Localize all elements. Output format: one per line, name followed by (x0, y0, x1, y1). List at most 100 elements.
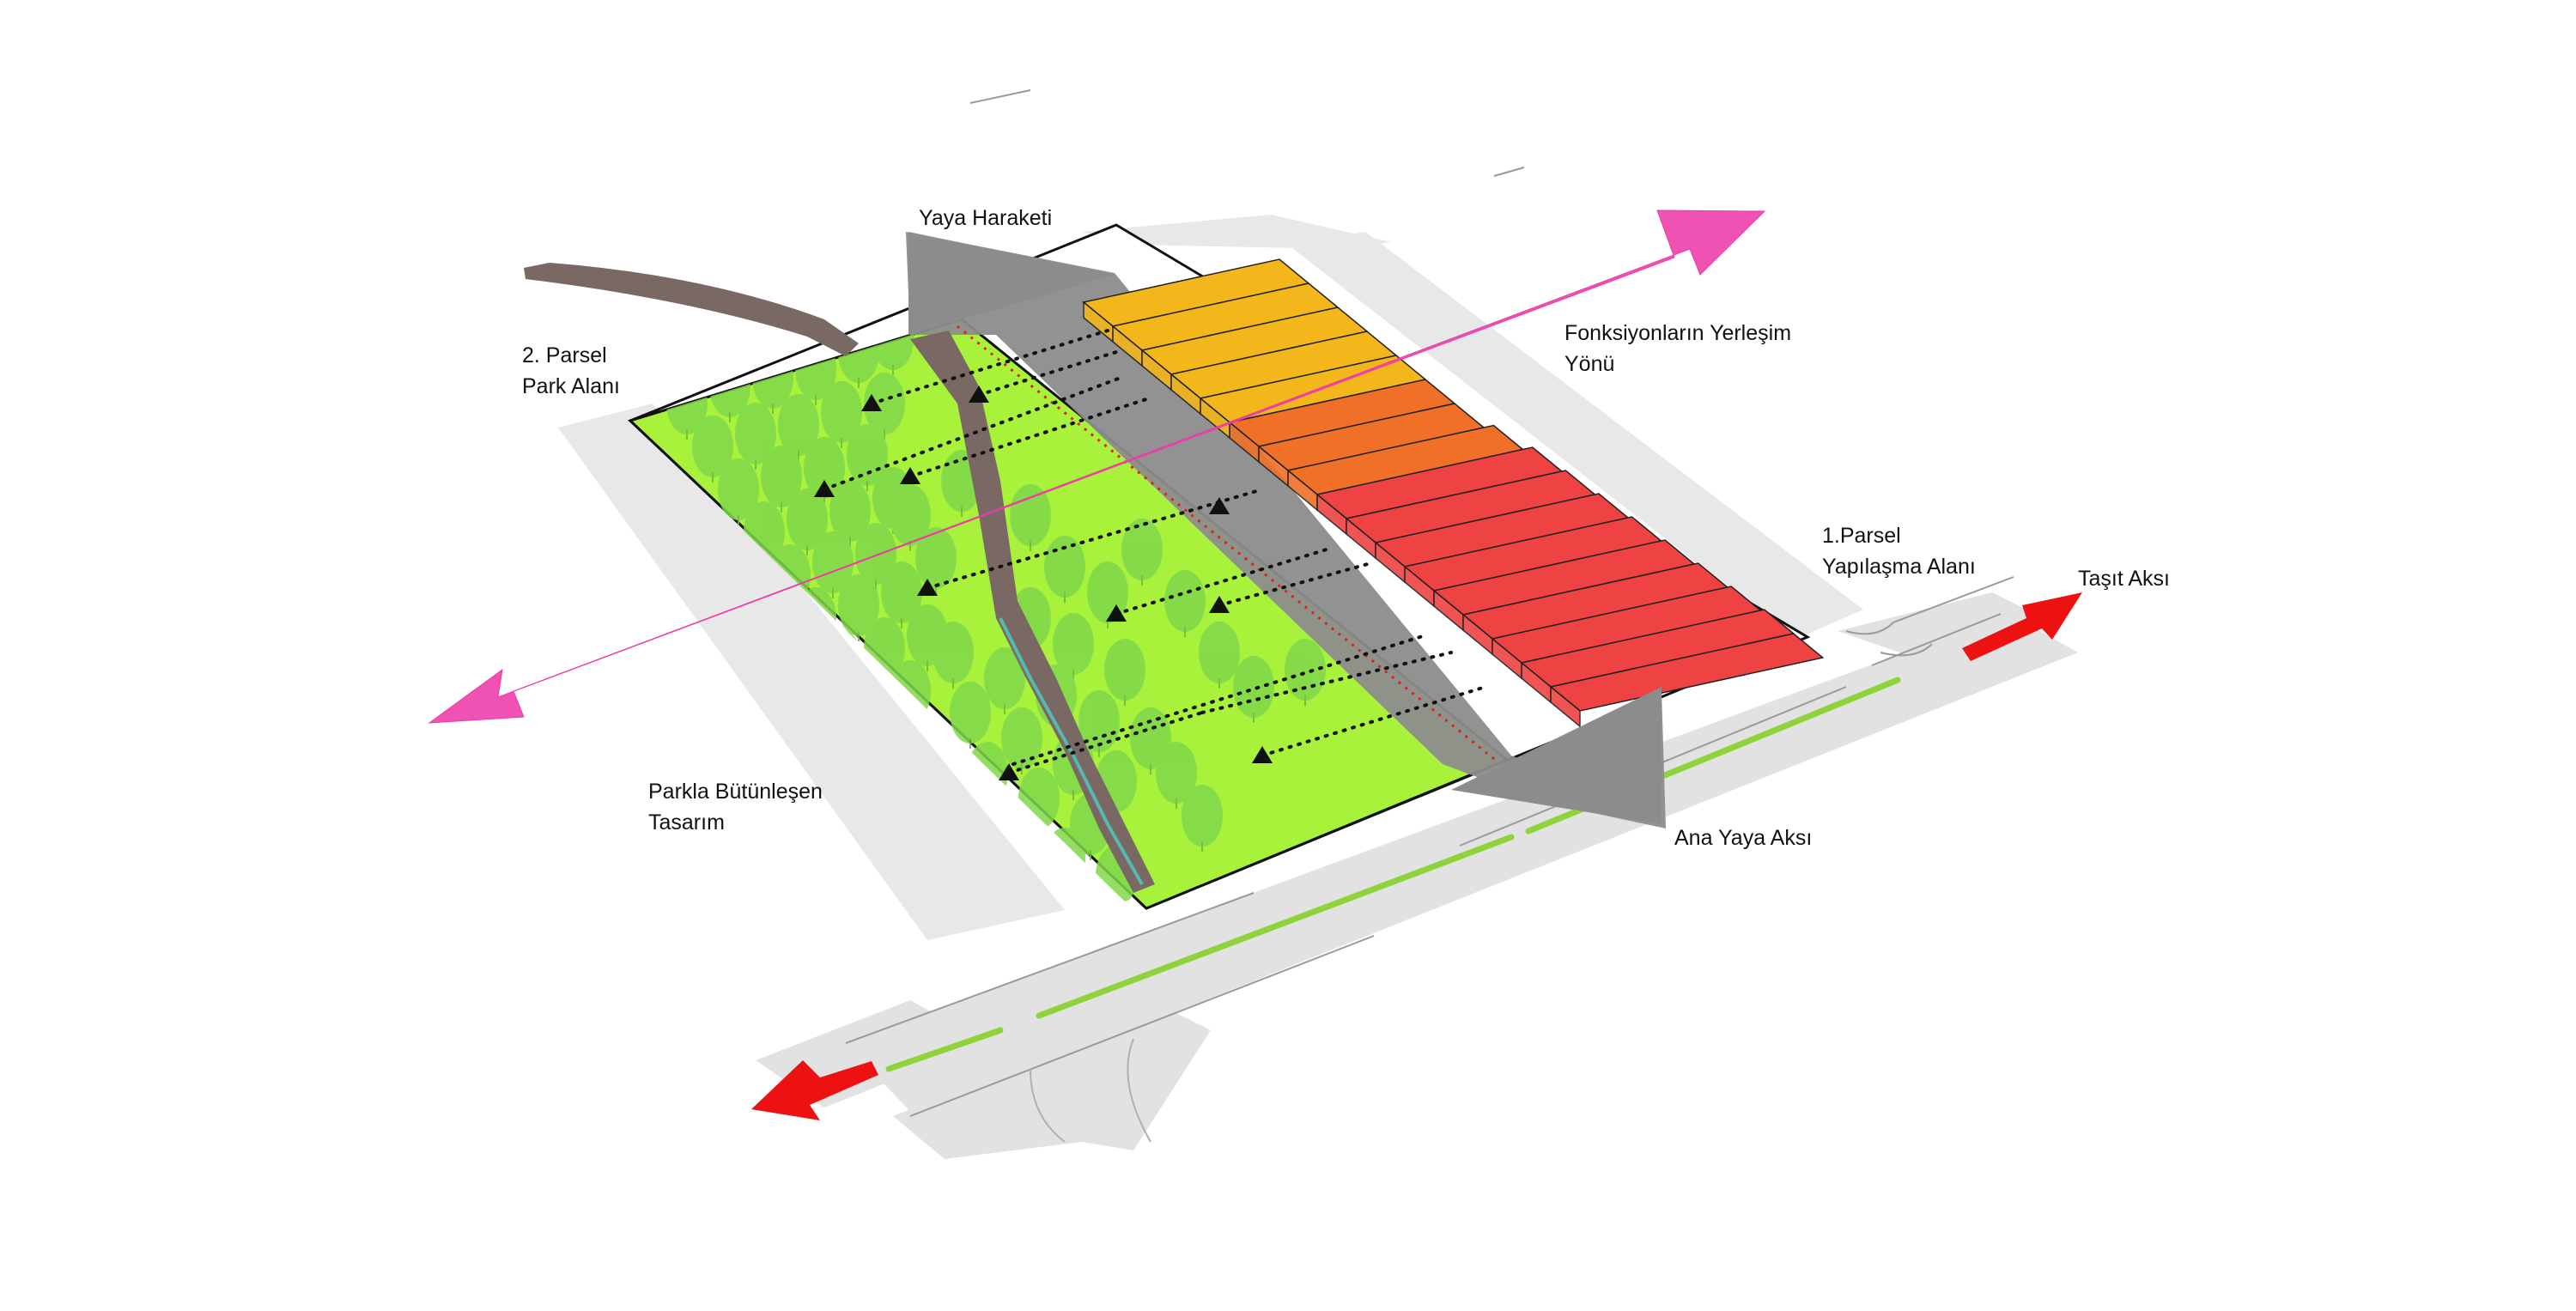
entry-path (524, 263, 859, 356)
tree-trunk (806, 545, 808, 555)
road-network (558, 89, 2078, 1159)
tree-trunk (875, 580, 877, 590)
view-line (1218, 561, 1376, 607)
tree-trunk (1107, 618, 1109, 628)
tree-trunk (832, 588, 834, 598)
vehicle-axis-arrow-left (751, 1060, 878, 1120)
tree-icon (718, 458, 759, 520)
tree-icon (1233, 656, 1274, 718)
label-parcel-2-line2: Park Alanı (522, 374, 620, 398)
tree-trunk (1304, 695, 1306, 706)
view-marker-icon (917, 579, 938, 596)
tree-trunk (1072, 670, 1074, 680)
tree-trunk (772, 404, 774, 414)
road-edge-line-2 (1030, 1038, 1151, 1143)
tree-trunk (892, 365, 894, 375)
tree-trunk (969, 738, 971, 749)
tree-trunk (738, 515, 739, 525)
tree-icon (1044, 828, 1085, 889)
main-pedestrian-axis-arrowhead (1451, 687, 1662, 824)
label-parcel-1-line1: 1.Parsel (1822, 524, 1901, 548)
view-marker-icon (1209, 497, 1230, 514)
tree-icon (821, 381, 862, 443)
tree-trunk (729, 412, 731, 422)
view-line (870, 329, 1109, 405)
tree-trunk (841, 438, 842, 448)
tree-icon (1087, 561, 1128, 623)
tree-trunk (798, 451, 799, 461)
view-line (1007, 711, 1204, 774)
view-marker-icon (900, 467, 920, 484)
tree-icon (787, 489, 828, 550)
tree-icon (950, 682, 991, 744)
tree-icon (778, 394, 819, 456)
tree-icon (984, 647, 1025, 709)
label-function-direction-line1: Fonksiyonların Yerleşim (1564, 321, 1792, 345)
tree-icon (1044, 536, 1085, 598)
tree-trunk (1064, 592, 1066, 603)
tree-trunk (884, 429, 885, 440)
label-park-integrated: Parkla Bütünleşen Tasarım (648, 776, 823, 838)
tree-trunk (952, 678, 954, 689)
label-parcel-2: 2. Parsel Park Alanı (522, 340, 620, 402)
tree-icon (1078, 690, 1120, 752)
label-vehicle-axis: Taşıt Aksı (2078, 567, 2170, 591)
tree-trunk (987, 798, 988, 809)
tree-trunk (1176, 798, 1177, 809)
label-park-integrated-line1: Parkla Bütünleşen (648, 780, 823, 804)
sketch-mark (969, 89, 1525, 177)
tree-trunk (1115, 901, 1117, 912)
tree-trunk (1098, 747, 1100, 757)
tree-icon (1104, 639, 1145, 701)
tree-trunk (1201, 841, 1203, 852)
tree-icon (1010, 484, 1051, 546)
tree-trunk (1004, 704, 1005, 714)
tree-trunk (1021, 764, 1023, 774)
tree-icon (1121, 519, 1163, 580)
tree-icon (829, 480, 871, 542)
tree-icon (1001, 707, 1042, 769)
label-parcel-2-line1: 2. Parsel (522, 343, 607, 367)
tree-icon (864, 373, 905, 434)
view-lines (814, 329, 1487, 780)
view-line (908, 398, 1148, 478)
tree-icon (855, 523, 896, 585)
building-blocks (1082, 258, 1825, 728)
tree-trunk (866, 481, 868, 491)
tree-icon (1164, 570, 1206, 632)
label-function-direction: Fonksiyonların Yerleşim Yönü (1564, 318, 1791, 379)
view-marker-icon (1209, 596, 1230, 613)
tree-trunk (1072, 790, 1074, 800)
vehicle-axis-arrow-right (1962, 592, 2082, 661)
tree-icon (812, 531, 854, 593)
road-corner-curve (1845, 576, 2014, 657)
building-block-side (1550, 685, 1581, 728)
function-direction-arrow-outline (428, 209, 1766, 724)
pedestrian-axis-band (906, 232, 1666, 828)
tree-trunk (1030, 541, 1031, 551)
tree-icon (1053, 613, 1094, 675)
view-marker-icon (814, 480, 835, 497)
tree-trunk (961, 507, 963, 517)
view-marker-icon (999, 763, 1019, 780)
tree-trunk (781, 502, 782, 513)
tree-trunk (884, 674, 885, 684)
view-marker-icon (1252, 746, 1273, 763)
tree-trunk (712, 472, 714, 483)
road-edge-line (845, 613, 2002, 1117)
tree-icon (1018, 768, 1060, 829)
tree-trunk (909, 541, 911, 551)
tree-trunk (823, 494, 825, 504)
road-upper-left (558, 404, 1065, 940)
label-parcel-1-line2: Yapılaşma Alanı (1822, 555, 1976, 579)
tree-trunk (858, 378, 860, 388)
tree-icon (1182, 785, 1223, 847)
pedestrian-movement-arrowhead (908, 232, 1115, 335)
main-road (846, 614, 2078, 1116)
tree-trunk (927, 661, 928, 671)
tree-trunk (1141, 575, 1143, 586)
tree-trunk (1064, 884, 1066, 895)
view-line (823, 376, 1122, 491)
tree-trunk (1038, 824, 1040, 835)
